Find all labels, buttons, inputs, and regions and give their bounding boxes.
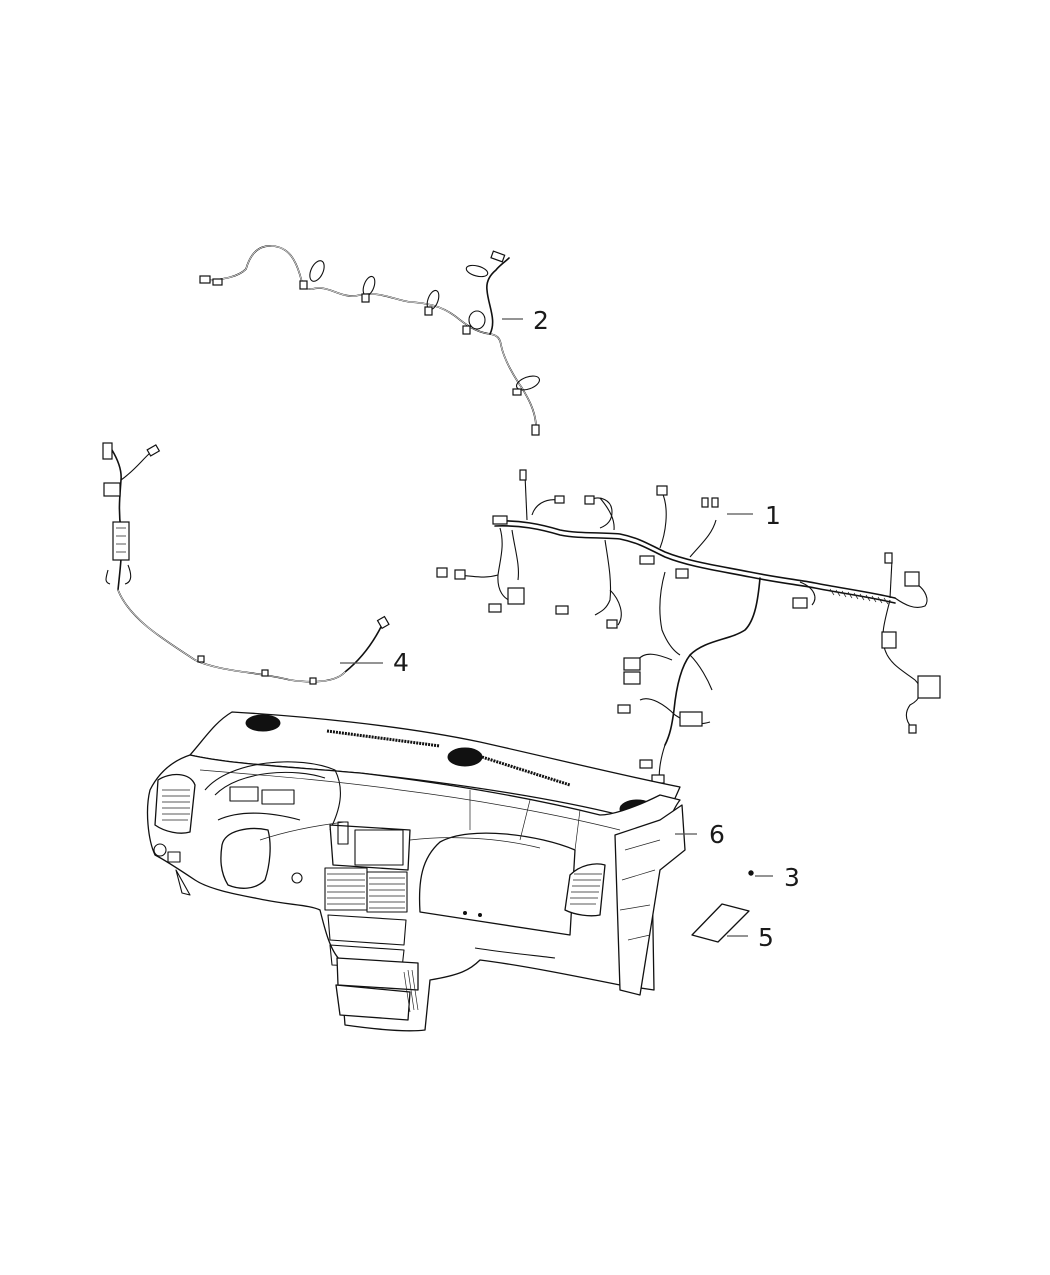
callout-1: 1 bbox=[765, 501, 781, 530]
instrument-panel-drawing bbox=[146, 711, 686, 1032]
callout-3: 3 bbox=[784, 863, 800, 892]
harness-2-drawing bbox=[199, 245, 541, 436]
callout-2: 2 bbox=[533, 306, 549, 335]
callout-5: 5 bbox=[758, 923, 774, 952]
fastener-3-drawing bbox=[748, 870, 754, 876]
harness-4-drawing bbox=[102, 442, 390, 685]
callout-4: 4 bbox=[393, 648, 409, 677]
label-sheet-5-drawing bbox=[691, 903, 750, 943]
callout-6: 6 bbox=[709, 820, 725, 849]
leader-lines bbox=[340, 318, 773, 937]
harness-1-drawing bbox=[436, 469, 941, 786]
